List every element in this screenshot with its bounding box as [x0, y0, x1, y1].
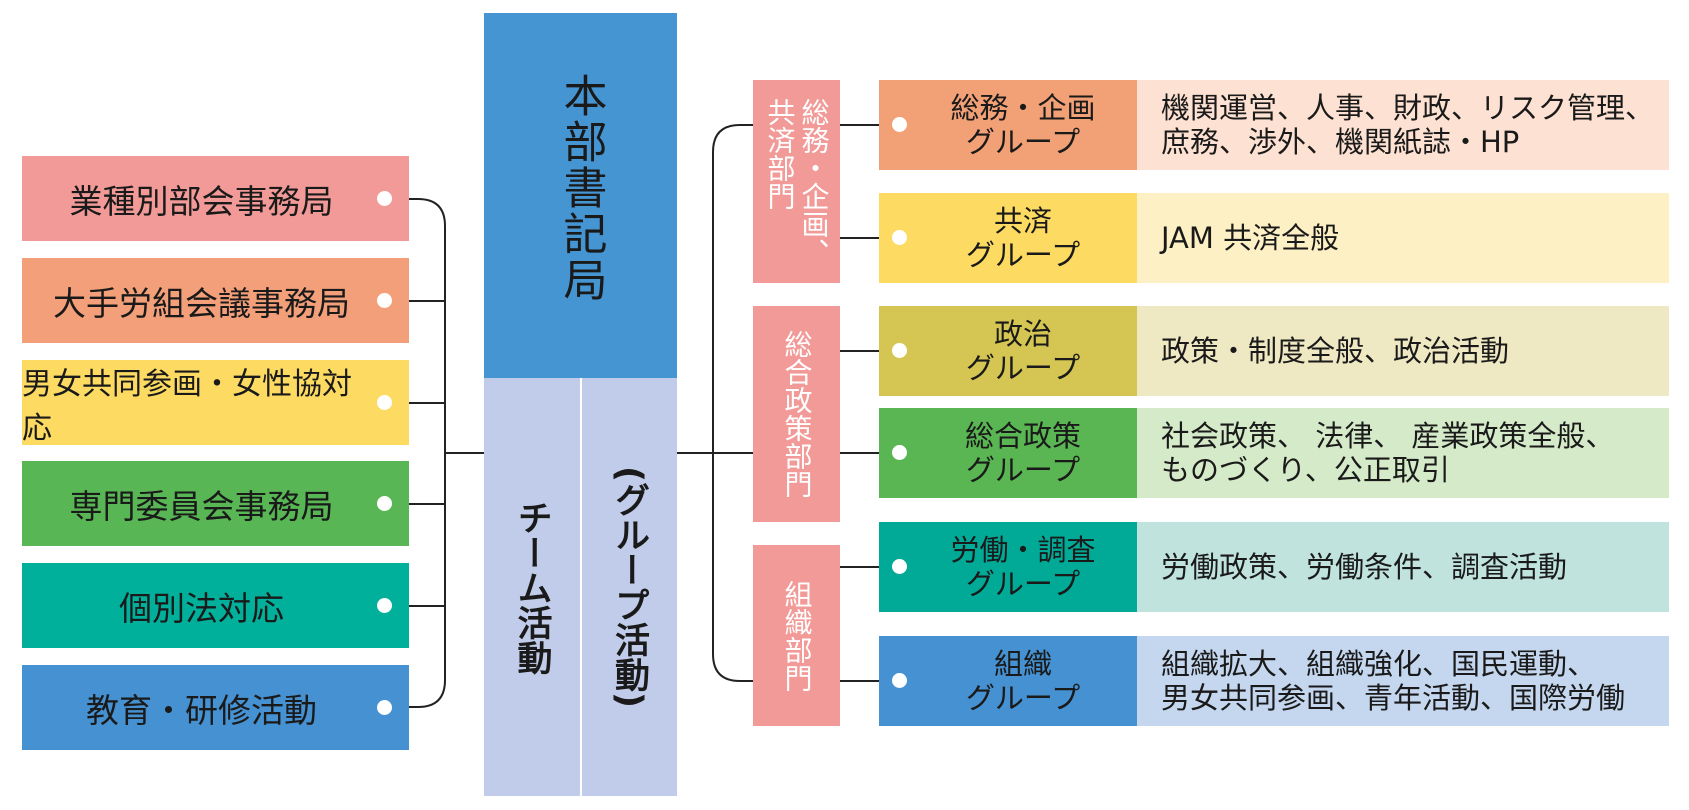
group-activity-label: (グループ活動) [609, 466, 649, 708]
group-name: 総務・企画 グループ [950, 91, 1096, 159]
team-label: 専門委員会事務局 [69, 486, 334, 526]
team-label: 男女共同参画・女性協対応 [22, 366, 352, 446]
group-name: 共済 グループ [965, 204, 1081, 272]
group-row: 労働・調査 グループ労働政策、労働条件、調査活動 [879, 522, 1669, 612]
connector-dot [892, 559, 907, 574]
dept-label: 総合政策部門 [780, 330, 814, 498]
group-name: 労働・調査 グループ [950, 533, 1096, 601]
team-label: 業種別部会事務局 [69, 181, 334, 221]
group-name-box: 共済 グループ [879, 193, 1137, 283]
team-label: 教育・研修活動 [86, 690, 317, 730]
group-name-box: 総務・企画 グループ [879, 80, 1137, 170]
group-description: JAM 共済全般 [1137, 193, 1669, 283]
team-activity-box: チーム活動 [484, 378, 580, 796]
connector-dot [892, 117, 907, 132]
group-name-box: 政治 グループ [879, 306, 1137, 396]
group-row: 共済 グループ JAM 共済全般 [879, 193, 1669, 283]
connector-dot [377, 598, 392, 613]
group-description: 政策・制度全般、政治活動 [1137, 306, 1669, 396]
group-description: 機関運営、人事、財政、リスク管理、 庶務、渉外、機関紙誌・HP [1137, 80, 1669, 170]
right-bracket [712, 124, 753, 682]
connector-dot [892, 230, 907, 245]
group-row: 政治 グループ政策・制度全般、政治活動 [879, 306, 1669, 396]
connector-dot [377, 496, 392, 511]
dept-label: 組織部門 [780, 579, 814, 692]
group-row: 組織 グループ組織拡大、組織強化、国民運動、 男女共同参画、青年活動、国際労働 [879, 636, 1669, 726]
headquarters-secretariat-box: 本部書記局 [484, 13, 677, 378]
headquarters-title: 本部書記局 [555, 73, 607, 303]
connector-dot [892, 673, 907, 688]
team-box: 教育・研修活動 [22, 665, 409, 750]
dept-organization: 組織部門 [753, 545, 840, 726]
team-activity-label: チーム活動 [511, 499, 552, 675]
team-label: 大手労組会議事務局 [53, 283, 350, 323]
group-description: 組織拡大、組織強化、国民運動、 男女共同参画、青年活動、国際労働 [1137, 636, 1669, 726]
connector-dot [377, 191, 392, 206]
dept-label: 総務・企画、 共済部門 [763, 97, 831, 266]
left-bracket [409, 198, 446, 708]
group-row: 総合政策 グループ社会政策、 法律、 産業政策全般、 ものづくり、公正取引 [879, 408, 1669, 498]
team-box: 男女共同参画・女性協対応 [22, 360, 409, 446]
center-divider [580, 378, 582, 796]
team-label: 個別法対応 [119, 588, 284, 628]
connector-dot [377, 700, 392, 715]
team-box: 専門委員会事務局 [22, 461, 409, 546]
group-row: 総務・企画 グループ機関運営、人事、財政、リスク管理、 庶務、渉外、機関紙誌・H… [879, 80, 1669, 170]
connector-dot [377, 395, 392, 410]
connector-dot [892, 445, 907, 460]
dept-comprehensive-policy: 総合政策部門 [753, 306, 840, 522]
team-box: 業種別部会事務局 [22, 156, 409, 241]
group-name: 総合政策 グループ [964, 419, 1081, 487]
group-description: 社会政策、 法律、 産業政策全般、 ものづくり、公正取引 [1137, 408, 1669, 498]
team-box: 個別法対応 [22, 563, 409, 648]
group-activity-box: (グループ活動) [582, 378, 677, 796]
group-name-box: 総合政策 グループ [879, 408, 1137, 498]
group-name: 組織 グループ [965, 647, 1081, 715]
dept-general-affairs-mutual-aid: 総務・企画、 共済部門 [753, 80, 840, 283]
group-name-box: 労働・調査 グループ [879, 522, 1137, 612]
group-description: 労働政策、労働条件、調査活動 [1137, 522, 1669, 612]
team-box: 大手労組会議事務局 [22, 258, 409, 343]
group-name-box: 組織 グループ [879, 636, 1137, 726]
connector-dot [377, 293, 392, 308]
group-name: 政治 グループ [965, 317, 1081, 385]
connector-dot [892, 343, 907, 358]
